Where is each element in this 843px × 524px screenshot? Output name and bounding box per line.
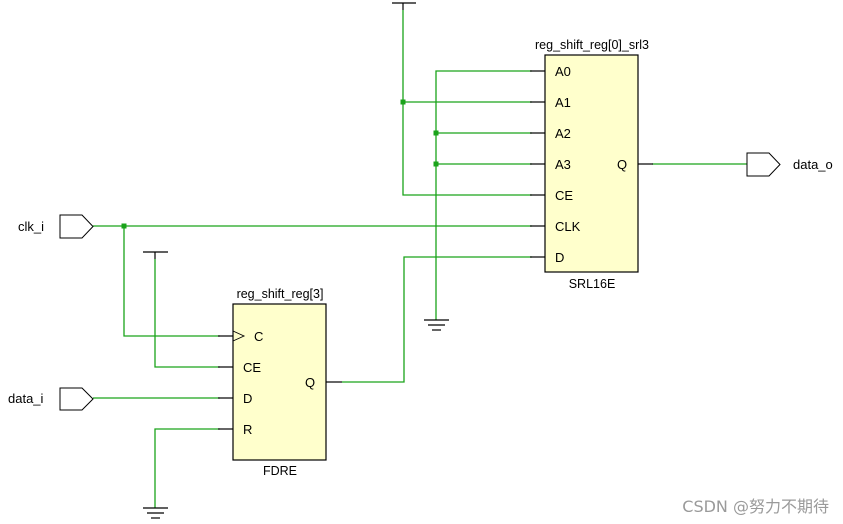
junction-dot [121,223,127,229]
net-fdre-q-to-srl-d[interactable] [342,256,532,383]
cell-type-label: FDRE [263,464,297,478]
pin-label-r: R [243,422,252,437]
watermark: CSDN @努力不期待 [682,497,829,516]
ground-icon [143,507,168,519]
input-port-icon [59,387,94,411]
junction-dot [400,99,406,105]
cell-type-label: SRL16E [569,277,616,291]
pin-label-a2: A2 [555,126,571,141]
vcc-icon [143,251,168,259]
pin-label-clk: CLK [555,219,581,234]
pin-label-q: Q [617,157,627,172]
cell-instance-name: reg_shift_reg[0]_srl3 [535,38,649,52]
cell-body[interactable] [544,54,639,273]
cell-srl16e[interactable]: reg_shift_reg[0]_srl3 A0 A1 A2 A3 CE CLK… [530,38,653,291]
pin-label-ce: CE [243,360,261,375]
pin-label-ce: CE [555,188,573,203]
net-gnd-fdre-r[interactable] [154,428,220,508]
vcc-icon [392,2,416,10]
net-vcc-fdre-ce[interactable] [154,259,220,368]
net-gnd-a0[interactable] [435,70,532,320]
junction-dot [433,161,439,167]
output-port-icon [746,152,781,177]
clock-triangle-icon [232,330,246,342]
pin-label-c: C [254,329,263,344]
pin-label-a0: A0 [555,64,571,79]
net-clk-fdre[interactable] [123,226,220,337]
input-port-icon [59,214,94,239]
ground-icon [424,319,449,331]
port-label-data-i: data_i [8,391,44,406]
port-data-o[interactable]: data_o [746,152,833,177]
cell-body[interactable] [232,303,327,461]
cell-instance-name: reg_shift_reg[3] [237,287,324,301]
cell-fdre[interactable]: reg_shift_reg[3] C CE D R Q FDRE [218,287,342,478]
pin-label-d: D [555,250,564,265]
port-clk-i[interactable]: clk_i [18,214,94,239]
net-vcc-srl[interactable] [402,10,532,196]
pin-label-a3: A3 [555,157,571,172]
port-data-i[interactable]: data_i [8,387,94,411]
junction-dot [433,130,439,136]
port-label-data-o: data_o [793,157,833,172]
pin-label-q: Q [305,375,315,390]
pin-label-d: D [243,391,252,406]
port-label-clk-i: clk_i [18,219,44,234]
pin-label-a1: A1 [555,95,571,110]
